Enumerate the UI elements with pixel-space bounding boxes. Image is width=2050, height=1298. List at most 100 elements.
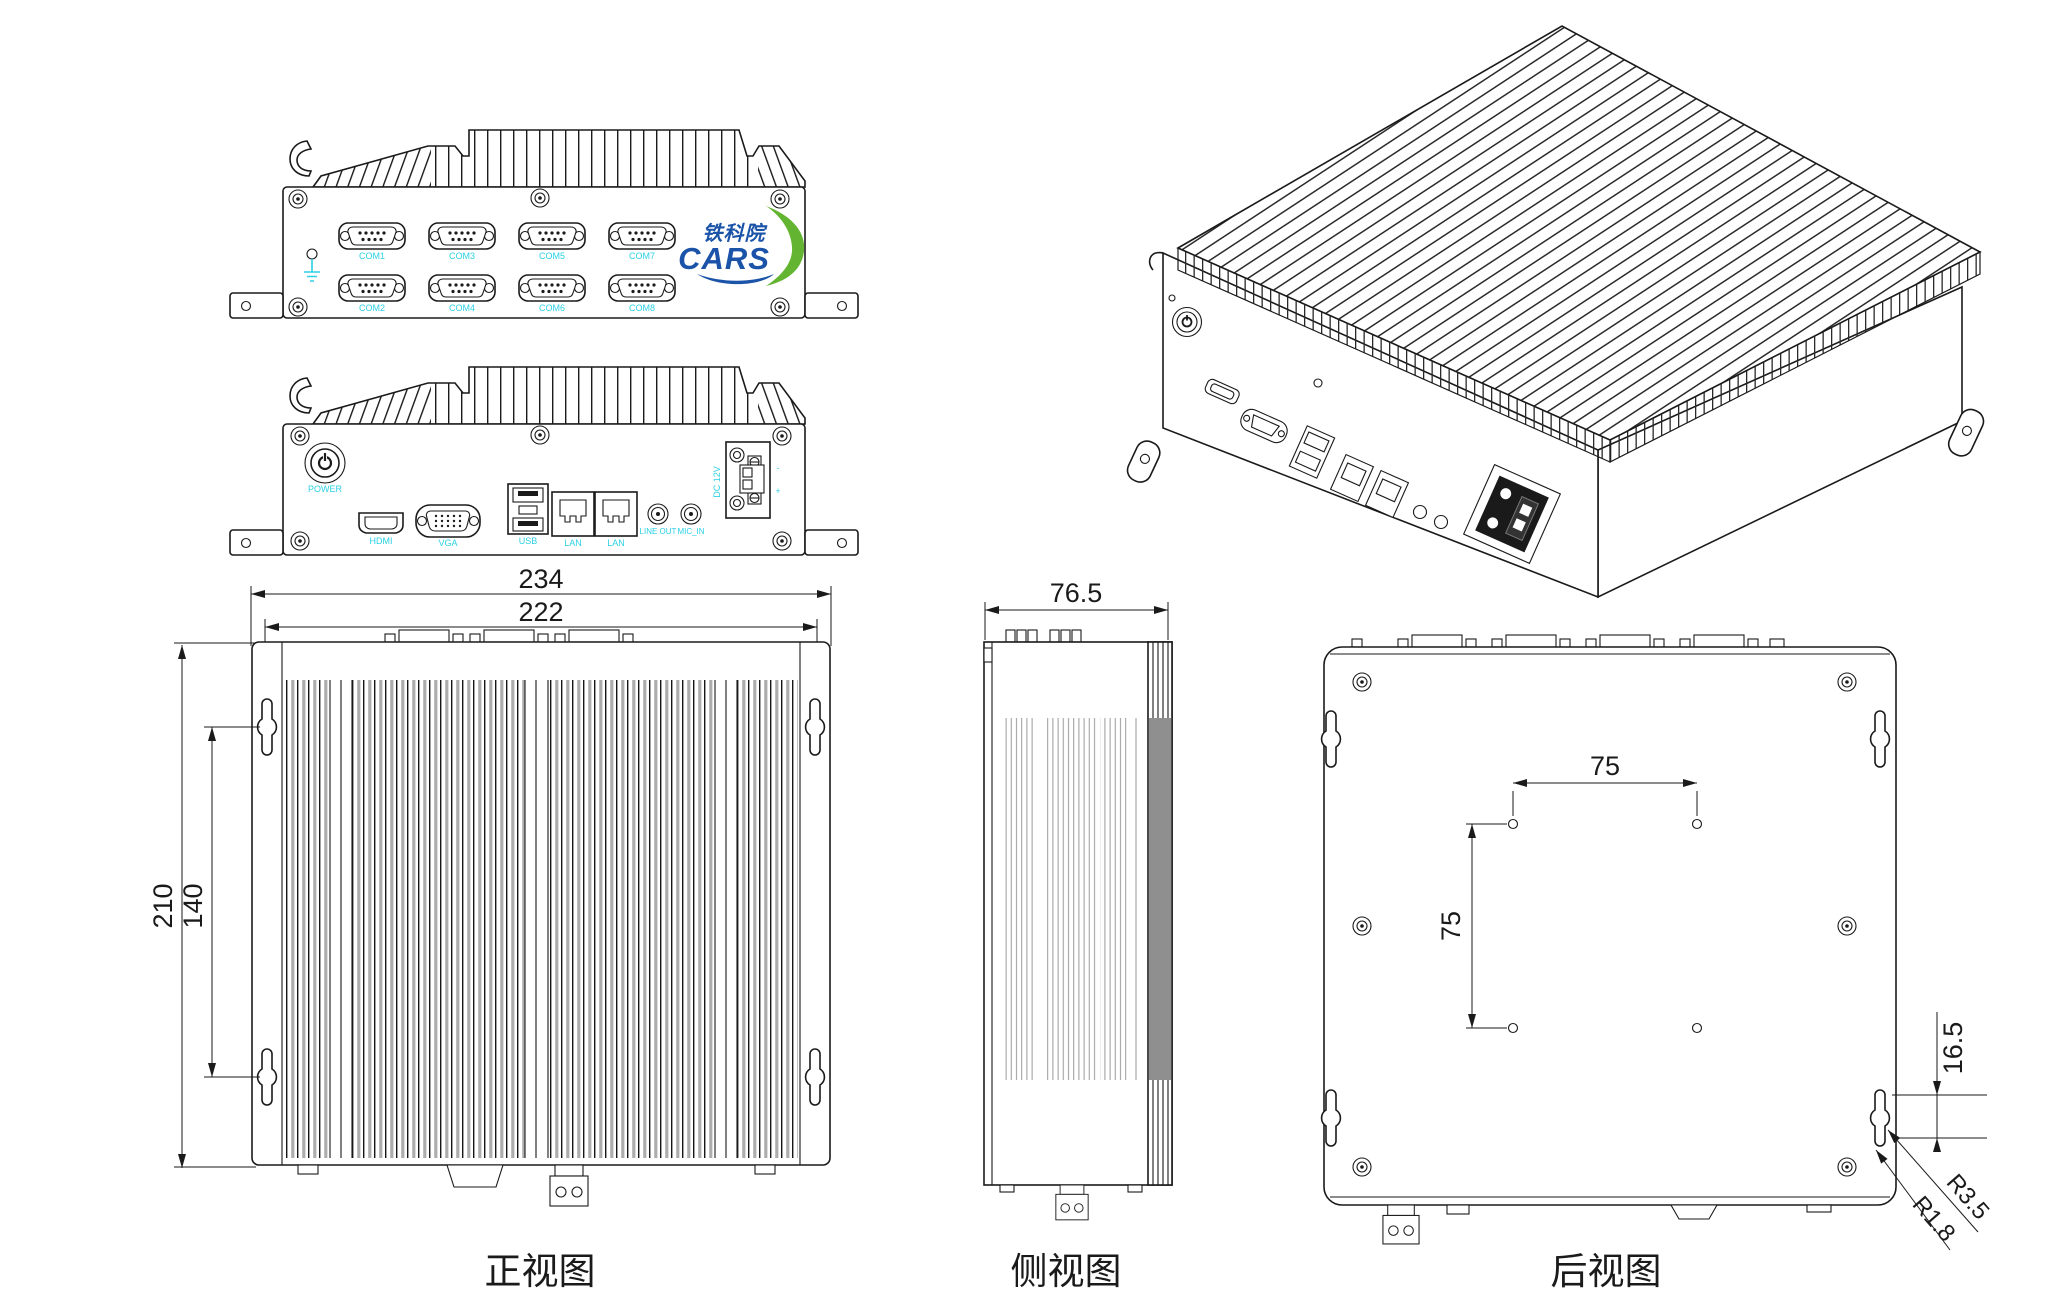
- cable-gland: [1382, 1204, 1420, 1245]
- iso-audio-jack: [1433, 514, 1449, 530]
- lan2-label: LAN: [607, 538, 625, 548]
- side-fins: [1002, 718, 1036, 1080]
- screw-icon: [1352, 1157, 1372, 1177]
- mic-in-jack: [680, 503, 702, 525]
- logo-swoosh-blue: [697, 274, 774, 285]
- lan-port-2: [594, 491, 638, 537]
- iso-rear-ear: [1947, 408, 1985, 457]
- logo-chinese-text: 铁科院: [703, 222, 769, 245]
- screw-icon: [288, 189, 308, 209]
- iso-usb: [1288, 425, 1336, 479]
- power-button: [304, 442, 346, 484]
- side-view: 76.5: [983, 578, 1173, 1221]
- com7-port: [608, 222, 676, 250]
- com8-port: [608, 274, 676, 302]
- screw-icon: [772, 531, 792, 551]
- dimension-mount-height: 140: [178, 726, 260, 1078]
- fin-channels: [329, 680, 738, 1158]
- iso-lan2: [1364, 469, 1410, 519]
- caption-rear-view: 后视图: [1551, 1251, 1662, 1292]
- plus-label: +: [775, 486, 780, 496]
- dim-75-v: 75: [1436, 911, 1466, 941]
- dim-210: 210: [148, 883, 178, 928]
- dim-76-5: 76.5: [1050, 578, 1103, 608]
- iso-corner-hook: [1148, 251, 1164, 271]
- screw-icon: [772, 426, 792, 446]
- serial-panel-view: COM1 COM3 COM5 COM7 COM2 COM4 COM6 COM8 …: [229, 127, 859, 319]
- iso-audio-jack: [1412, 504, 1428, 520]
- logo-swoosh-green: [766, 206, 805, 286]
- com1-label: COM1: [359, 251, 385, 261]
- dimension-edge-offset: 16.5: [1892, 1012, 1987, 1152]
- vesa-hole: [1691, 1022, 1703, 1034]
- screw-icon: [770, 297, 790, 317]
- dimension-vesa-vertical: 75: [1436, 823, 1507, 1029]
- screw-icon: [290, 426, 310, 446]
- screw-icon: [1837, 916, 1857, 936]
- minus-label: -: [777, 463, 780, 473]
- lan-port-1: [551, 491, 595, 537]
- screw-icon: [530, 188, 550, 208]
- isometric-view: [1126, 25, 1985, 599]
- com3-port: [428, 222, 496, 250]
- com3-label: COM3: [449, 251, 475, 261]
- screw-icon: [1837, 1157, 1857, 1177]
- iso-vga: [1240, 408, 1288, 444]
- iso-dc-terminal: [1462, 463, 1562, 565]
- vesa-hole: [1691, 818, 1703, 830]
- com4-label: COM4: [449, 303, 475, 313]
- screw-icon: [1352, 672, 1372, 692]
- dim-234: 234: [518, 564, 563, 594]
- screw-icon: [1352, 916, 1372, 936]
- iso-lan1: [1329, 453, 1375, 503]
- dc-power-terminal: [725, 441, 771, 519]
- com4-port: [428, 274, 496, 302]
- dim-222: 222: [518, 597, 563, 627]
- screw-icon: [530, 425, 550, 445]
- vga-port: [415, 504, 481, 538]
- screw-icon: [290, 531, 310, 551]
- caption-side-view: 侧视图: [1011, 1251, 1122, 1292]
- hdmi-port: [358, 512, 404, 534]
- vesa-hole: [1507, 1022, 1519, 1034]
- dim-75-h: 75: [1590, 751, 1620, 781]
- dimension-width-outer: 234: [250, 564, 832, 646]
- dc-label: DC 12V: [712, 466, 722, 498]
- com7-label: COM7: [629, 251, 655, 261]
- power-label: POWER: [308, 484, 343, 494]
- com6-port: [518, 274, 586, 302]
- dimension-depth: 76.5: [984, 578, 1169, 640]
- side-fins: [1046, 718, 1098, 1080]
- io-panel-view: POWER HDMI VGA USB: [229, 364, 859, 556]
- dimension-height-outer: 210: [148, 642, 256, 1168]
- side-fins: [1100, 718, 1128, 1080]
- logo-brand-text: CARS: [678, 241, 770, 276]
- mic-in-label: MIC_IN: [677, 527, 704, 536]
- ground-symbol-icon: [304, 248, 320, 282]
- com2-label: COM2: [359, 303, 385, 313]
- cars-logo: 铁科院 CARS: [678, 206, 805, 286]
- vga-label: VGA: [438, 538, 457, 548]
- com2-port: [338, 274, 406, 302]
- line-out-jack: [647, 503, 669, 525]
- iso-front-ear: [1126, 440, 1161, 483]
- dimension-vesa-horizontal: 75: [1512, 751, 1698, 816]
- rear-view: 75 75 16.5 R3.5 R1.8: [1320, 634, 1994, 1251]
- com8-label: COM8: [629, 303, 655, 313]
- iso-power-button: [1171, 306, 1203, 338]
- screw-icon: [770, 189, 790, 209]
- cable-gland: [549, 1164, 589, 1207]
- com5-label: COM5: [539, 251, 565, 261]
- front-view: [251, 629, 831, 1207]
- com6-label: COM6: [539, 303, 565, 313]
- line-out-label: LINE OUT: [640, 527, 677, 536]
- dim-16-5: 16.5: [1938, 1022, 1968, 1075]
- dimension-width-inner: 222: [264, 597, 818, 648]
- vesa-hole: [1507, 818, 1519, 830]
- hdmi-label: HDMI: [370, 536, 393, 546]
- lan1-label: LAN: [564, 538, 582, 548]
- usb-ports: [507, 483, 549, 535]
- com1-port: [338, 222, 406, 250]
